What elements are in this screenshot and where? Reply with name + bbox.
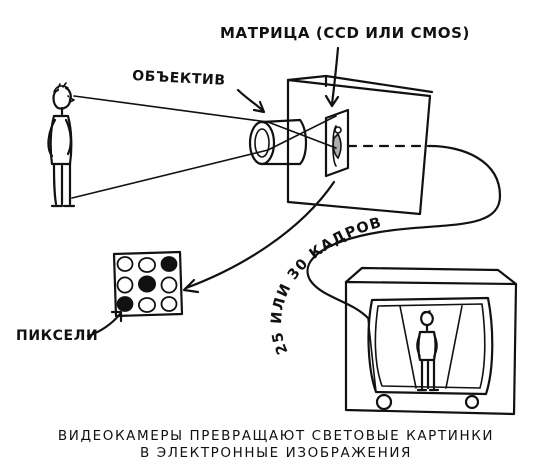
frames-label: 25 ИЛИ 30 КАДРОВ В СЕКУНДУ — [0, 0, 383, 356]
caption-line-1: ВИДЕОКАМЕРЫ ПРЕВРАЩАЮТ СВЕТОВЫЕ КАРТИНКИ — [57, 428, 495, 444]
frames-label-text: 25 ИЛИ 30 КАДРОВ В СЕКУНДУ — [0, 0, 383, 356]
camera-body — [286, 74, 434, 216]
pixels-label-arrow-head — [110, 310, 123, 323]
pixel-empty — [160, 296, 178, 312]
pixel-dots — [116, 256, 178, 313]
pixel-empty — [116, 276, 134, 294]
caption: ВИДЕОКАМЕРЫ ПРЕВРАЩАЮТ СВЕТОВЫЕ КАРТИНКИ… — [0, 428, 552, 462]
lens-cylinder — [248, 118, 308, 166]
pixels-arrow — [184, 180, 336, 290]
image-sensor — [324, 108, 350, 178]
pixel-filled — [116, 296, 134, 312]
tv-person — [416, 310, 440, 392]
pixel-filled — [160, 256, 178, 272]
lens-label: ОБЪЕКТИВ — [132, 68, 226, 89]
pixels-arrow-head — [182, 278, 200, 294]
tv-set — [344, 266, 518, 416]
pixel-grid — [112, 250, 184, 318]
pixel-empty — [137, 297, 156, 313]
pixels-label: ПИКСЕЛИ — [16, 328, 98, 344]
lens-arrow — [236, 88, 264, 112]
signal-cable — [306, 144, 502, 320]
pixel-empty — [160, 276, 178, 294]
pixel-empty — [116, 256, 134, 272]
pixel-filled — [137, 275, 156, 293]
caption-line-2: В ЭЛЕКТРОННЫЕ ИЗОБРАЖЕНИЯ — [139, 445, 412, 461]
pixels-label-arrow — [86, 312, 122, 338]
light-rays — [71, 95, 337, 199]
pixel-empty — [137, 257, 156, 273]
matrix-arrow-head — [324, 94, 340, 108]
lens-arrow-head — [252, 100, 266, 114]
person-figure — [47, 82, 76, 208]
matrix-label: МАТРИЦА (CCD ИЛИ CMOS) — [220, 24, 470, 42]
